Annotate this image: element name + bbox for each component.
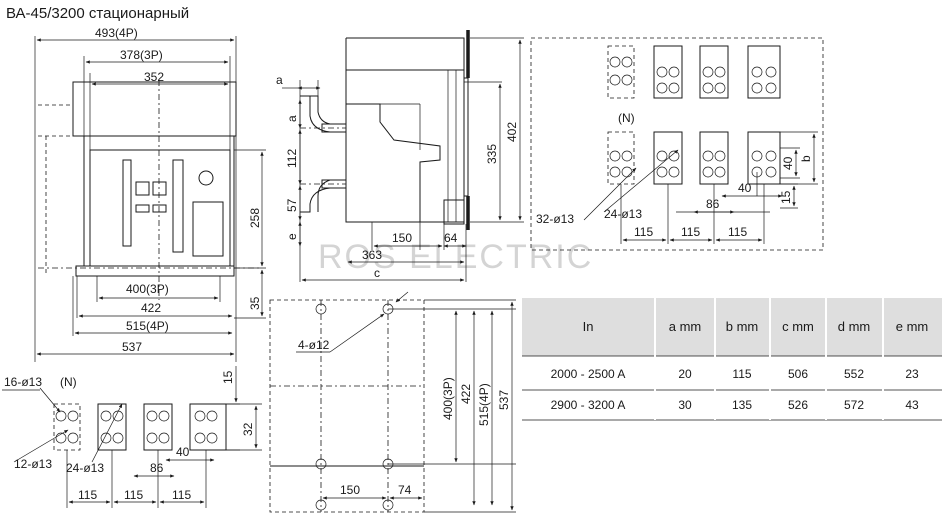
holes-24-label-top: 24-ø13 (604, 207, 642, 221)
terminal-detail-bottom: 16-ø13 (N) 15 32 40 86 12-ø13 24-ø13 115… (2, 366, 262, 508)
pitch-115-bottom-a: 115 (78, 488, 97, 502)
dim-352: 352 (144, 70, 164, 84)
neutral-label-bottom: (N) (60, 375, 77, 389)
dim-15: 15 (779, 190, 793, 204)
dim-422-mount: 422 (459, 384, 473, 404)
pitch-115-c: 115 (728, 225, 747, 239)
dim-e: e (285, 233, 299, 240)
pitch-115-b: 115 (681, 225, 700, 239)
dim-15-bottom: 15 (221, 370, 235, 384)
dim-35: 35 (248, 296, 262, 310)
table-cell: 552 (844, 367, 864, 381)
dim-258: 258 (248, 208, 262, 228)
holes-4-label: 4-ø12 (298, 338, 330, 352)
terminal-detail-top: (N) 40 b 40 86 15 (530, 37, 824, 251)
holes-16-label: 16-ø13 (4, 375, 42, 389)
dim-57: 57 (285, 198, 299, 212)
pitch-115-bottom-b: 115 (124, 488, 143, 502)
table-cell: 572 (844, 398, 864, 412)
drawing-title: ВА-45/3200 стационарный (6, 5, 189, 22)
table-cell: 2000 - 2500 A (551, 367, 626, 381)
table-cell: 23 (905, 367, 919, 381)
dim-c: c (374, 266, 380, 280)
table-cell: 115 (732, 367, 751, 381)
dim-32: 32 (241, 422, 255, 436)
table-header-a: a mm (669, 319, 702, 334)
dim-335: 335 (485, 144, 499, 164)
dimension-table: In a mm b mm c mm d mm e mm 2000 - 2500 … (522, 298, 942, 421)
dim-a-width: a (276, 73, 283, 87)
table-cell: 2900 - 3200 A (551, 398, 626, 412)
table-cell: 43 (905, 398, 919, 412)
dim-537-mount: 537 (497, 390, 511, 410)
neutral-label-top: (N) (618, 111, 635, 125)
dim-363: 363 (362, 248, 382, 262)
table-cell: 526 (788, 398, 808, 412)
table-header-e: e mm (896, 319, 929, 334)
dim-b: b (799, 155, 813, 162)
dim-40-vertical: 40 (781, 156, 795, 170)
pitch-115-a: 115 (634, 225, 653, 239)
dim-74-mount: 74 (398, 483, 412, 497)
side-view: a a 112 57 e 335 402 150 64 363 c (276, 30, 524, 282)
holes-24-label-bottom: 24-ø13 (66, 461, 104, 475)
holes-12-label: 12-ø13 (14, 457, 52, 471)
dim-86-bottom: 86 (150, 461, 164, 475)
table-cell: 20 (678, 367, 692, 381)
pitch-115-bottom-c: 115 (172, 488, 191, 502)
dim-40-bottom: 40 (176, 445, 190, 459)
dim-422: 422 (141, 301, 161, 315)
holes-32-label: 32-ø13 (536, 212, 574, 226)
table-cell: 135 (732, 398, 752, 412)
table-header-d: d mm (838, 319, 871, 334)
front-view: 493(4P) 378(3P) 352 258 35 400(3P) 422 5… (34, 26, 266, 362)
dim-a-height: a (285, 115, 299, 122)
dim-515-4p-mount: 515(4P) (477, 383, 491, 426)
dim-537: 537 (122, 340, 142, 354)
dim-112: 112 (285, 149, 299, 168)
dim-402: 402 (505, 122, 519, 142)
table-header-c: c mm (782, 319, 814, 334)
dim-378-3p: 378(3P) (120, 48, 163, 62)
dim-400-3p: 400(3P) (126, 282, 169, 296)
dim-40-horizontal: 40 (738, 181, 752, 195)
dim-400-3p-mount: 400(3P) (441, 377, 455, 420)
dim-64: 64 (444, 231, 458, 245)
table-header-b: b mm (726, 319, 759, 334)
table-cell: 506 (788, 367, 808, 381)
dim-515-4p: 515(4P) (126, 319, 169, 333)
dim-86: 86 (706, 197, 720, 211)
table-header-in: In (583, 319, 594, 334)
dim-150-mount: 150 (340, 483, 360, 497)
table-cell: 30 (678, 398, 692, 412)
dim-493-4p: 493(4P) (95, 26, 138, 40)
mounting-plan: 4-ø12 400(3P) 422 515(4P) 537 150 74 (269, 291, 516, 513)
dim-150: 150 (392, 231, 412, 245)
